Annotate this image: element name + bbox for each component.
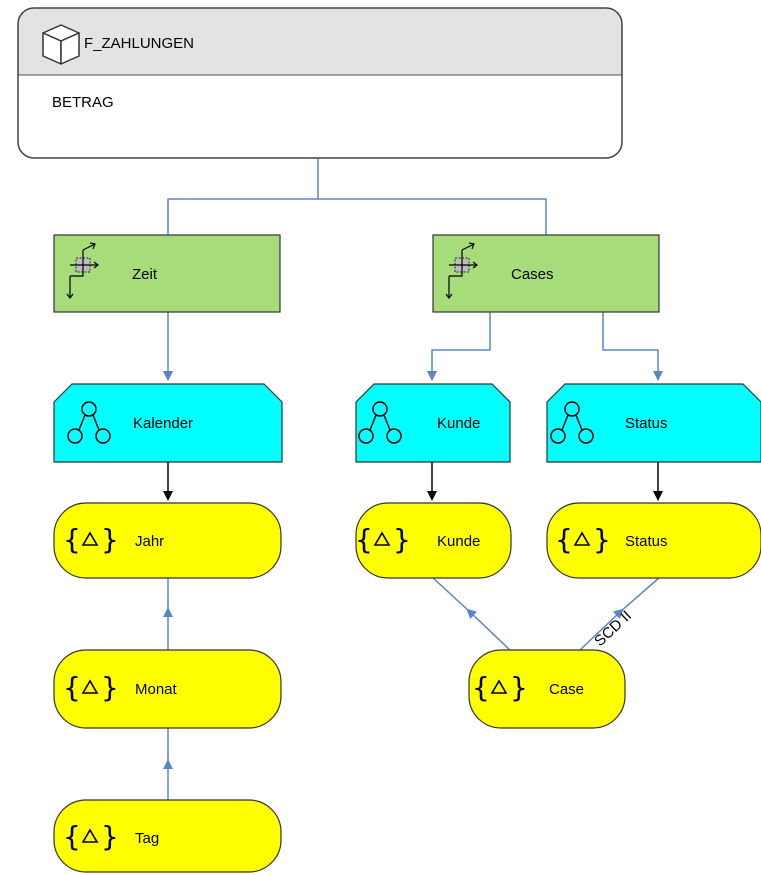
- hierarchy-tree-icon: [358, 401, 402, 444]
- level-jahr-label: Jahr: [135, 533, 164, 550]
- level-monat-label: Monat: [135, 681, 178, 698]
- level-delta-icon: { }: [63, 671, 119, 704]
- hierarchy-kunde[interactable]: Kunde: [355, 383, 511, 463]
- level-monat[interactable]: { } Monat: [53, 649, 282, 729]
- svg-text:}: }: [101, 523, 119, 556]
- hierarchy-kalender[interactable]: Kalender: [53, 383, 283, 463]
- cube-icon: [42, 24, 80, 65]
- hierarchy-kunde-label: Kunde: [437, 415, 480, 432]
- connector-fact-zeit: [167, 158, 319, 235]
- svg-text:{: {: [472, 671, 490, 704]
- svg-text:}: }: [101, 820, 119, 853]
- level-delta-icon: { }: [555, 523, 611, 556]
- connector-fact-cases: [318, 198, 547, 235]
- fact-measure: BETRAG: [52, 94, 114, 111]
- scd-edge-label: SCD II: [591, 607, 635, 650]
- svg-text:{: {: [63, 671, 81, 704]
- fact-header: [18, 8, 622, 75]
- level-delta-icon: { }: [472, 671, 528, 704]
- svg-text:{: {: [555, 523, 573, 556]
- level-delta-icon: { }: [355, 523, 411, 556]
- dimension-cases[interactable]: Cases: [432, 234, 660, 313]
- connectors: [163, 158, 663, 800]
- hierarchy-level-connectors: [163, 462, 663, 501]
- hierarchy-tree-icon: [67, 401, 111, 444]
- connector-cases-kunde: [427, 312, 491, 381]
- hierarchy-kalender-label: Kalender: [133, 415, 193, 432]
- svg-text:}: }: [510, 671, 528, 704]
- svg-text:}: }: [393, 523, 411, 556]
- svg-text:{: {: [63, 523, 81, 556]
- level-delta-icon: { }: [63, 820, 119, 853]
- level-status[interactable]: { } Status: [546, 502, 761, 579]
- svg-text:}: }: [593, 523, 611, 556]
- svg-text:}: }: [101, 671, 119, 704]
- level-delta-icon: { }: [63, 523, 119, 556]
- fact-name: F_ZAHLUNGEN: [84, 35, 194, 52]
- dimension-axes-icon: [445, 242, 478, 299]
- fact-table[interactable]: F_ZAHLUNGEN BETRAG: [17, 7, 623, 159]
- level-kunde-label: Kunde: [437, 533, 480, 550]
- svg-text:{: {: [63, 820, 81, 853]
- level-case[interactable]: { } Case: [468, 649, 626, 729]
- dimension-zeit-label: Zeit: [132, 266, 158, 283]
- level-jahr[interactable]: { } Jahr: [53, 502, 282, 579]
- level-kunde[interactable]: { } Kunde: [355, 502, 512, 579]
- dimension-zeit[interactable]: Zeit: [53, 234, 281, 313]
- level-status-label: Status: [625, 533, 668, 550]
- svg-text:{: {: [355, 523, 373, 556]
- hierarchy-status-label: Status: [625, 415, 668, 432]
- dimension-axes-icon: [66, 242, 99, 299]
- level-case-label: Case: [549, 681, 584, 698]
- connector-case-status: [579, 576, 661, 651]
- connector-cases-status: [602, 312, 663, 381]
- connector-case-kunde: [431, 576, 511, 651]
- hierarchy-tree-icon: [550, 401, 594, 444]
- level-tag-label: Tag: [135, 830, 159, 847]
- level-tag[interactable]: { } Tag: [53, 799, 282, 873]
- dimension-cases-label: Cases: [511, 266, 554, 283]
- hierarchy-status[interactable]: Status: [546, 383, 761, 463]
